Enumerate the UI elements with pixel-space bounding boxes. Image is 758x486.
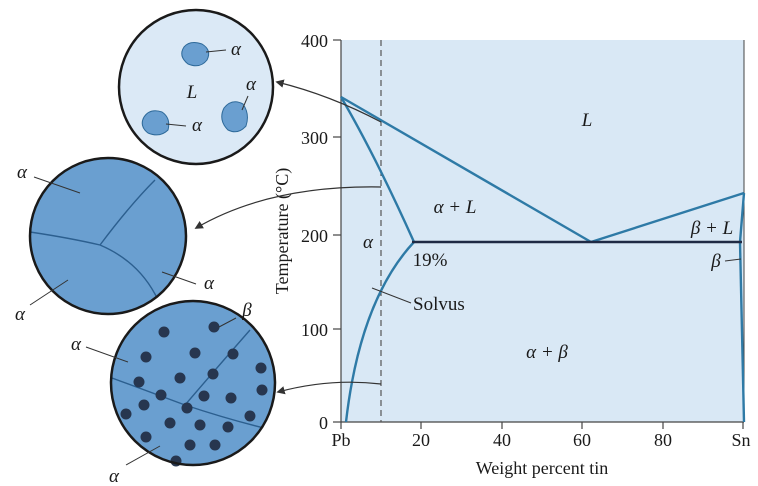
x-tick-label: 20 bbox=[412, 430, 430, 450]
plot-background bbox=[341, 40, 744, 422]
region-label-beta-plus-liquid: β + L bbox=[690, 218, 733, 239]
x-tick-label: Sn bbox=[731, 430, 750, 450]
beta-precipitate bbox=[185, 440, 196, 451]
microstructure-alpha-grains: α α α bbox=[15, 158, 215, 325]
micro-label-alpha: α bbox=[15, 304, 26, 325]
region-label-alpha-plus-liquid: α + L bbox=[434, 197, 477, 218]
micro-label-alpha: α bbox=[17, 162, 28, 183]
y-axis-title: Temperature (°C) bbox=[272, 168, 293, 294]
beta-precipitate bbox=[190, 348, 201, 359]
x-tick-label: 80 bbox=[654, 430, 672, 450]
microstructure-alpha-beta: β α α bbox=[71, 300, 275, 486]
region-label-alpha: α bbox=[363, 232, 374, 253]
alpha-particle bbox=[182, 43, 209, 66]
eutectic-solubility-label: 19% bbox=[413, 250, 448, 271]
micro-label-beta: β bbox=[241, 300, 252, 321]
y-tick-label: 200 bbox=[301, 226, 328, 246]
beta-precipitate bbox=[199, 391, 210, 402]
solvus-label: Solvus bbox=[413, 294, 465, 315]
alpha-particle bbox=[142, 111, 169, 135]
beta-precipitate bbox=[165, 418, 176, 429]
beta-precipitate bbox=[141, 432, 152, 443]
beta-precipitate bbox=[226, 393, 237, 404]
x-tick-label: 40 bbox=[493, 430, 511, 450]
micro-label-alpha: α bbox=[204, 273, 215, 294]
beta-precipitate bbox=[141, 352, 152, 363]
beta-precipitate bbox=[159, 327, 170, 338]
beta-precipitate bbox=[257, 385, 268, 396]
x-tick-label: Pb bbox=[331, 430, 350, 450]
x-tick-label: 60 bbox=[573, 430, 591, 450]
x-axis-title: Weight percent tin bbox=[476, 458, 609, 478]
beta-precipitate bbox=[209, 322, 220, 333]
y-tick-label: 400 bbox=[301, 31, 328, 51]
beta-precipitate bbox=[182, 403, 193, 414]
phase-diagram-plot: 0 100 200 300 400 Pb 20 40 60 80 Sn Weig… bbox=[272, 31, 751, 478]
y-tick-label: 100 bbox=[301, 320, 328, 340]
beta-precipitate bbox=[175, 373, 186, 384]
beta-precipitate bbox=[223, 422, 234, 433]
micro-label-alpha: α bbox=[246, 74, 257, 95]
beta-precipitate bbox=[156, 390, 167, 401]
micro-label-alpha: α bbox=[71, 334, 82, 355]
beta-precipitate bbox=[228, 349, 239, 360]
microstructure-liquid-alpha: α L α α bbox=[119, 10, 273, 164]
micro-label-alpha: α bbox=[109, 466, 120, 486]
y-tick-label: 300 bbox=[301, 128, 328, 148]
beta-precipitate bbox=[134, 377, 145, 388]
region-label-alpha-plus-beta: α + β bbox=[526, 342, 568, 363]
micro-label-liquid: L bbox=[186, 82, 198, 103]
beta-precipitate bbox=[195, 420, 206, 431]
beta-precipitate bbox=[121, 409, 132, 420]
region-label-liquid: L bbox=[581, 110, 593, 131]
micro-label-alpha: α bbox=[192, 115, 203, 136]
beta-precipitate bbox=[208, 369, 219, 380]
beta-precipitate bbox=[210, 440, 221, 451]
micro-label-alpha: α bbox=[231, 39, 242, 60]
region-label-beta: β bbox=[710, 251, 721, 272]
beta-precipitate bbox=[245, 411, 256, 422]
y-tick-label: 0 bbox=[319, 413, 328, 433]
beta-precipitate bbox=[139, 400, 150, 411]
beta-precipitate bbox=[256, 363, 267, 374]
